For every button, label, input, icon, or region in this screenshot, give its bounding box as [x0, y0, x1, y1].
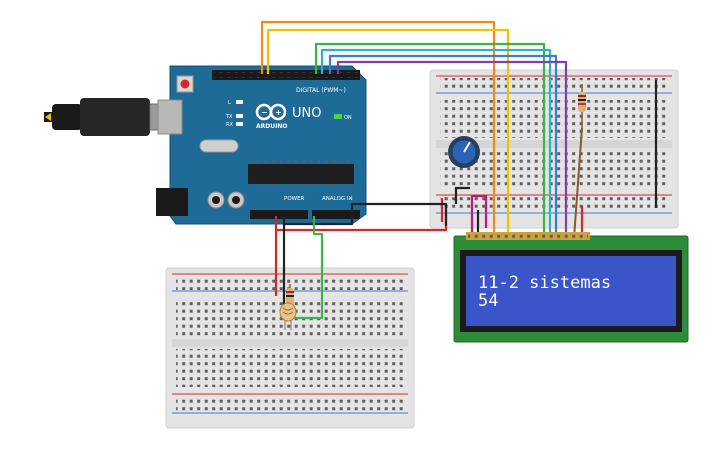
on-led	[334, 114, 342, 119]
analog-header	[312, 210, 360, 219]
wire-black-gnd	[454, 186, 470, 204]
svg-text:+: +	[275, 108, 282, 117]
power-header	[250, 210, 308, 219]
analog-header-label: ANALOG IN	[322, 196, 353, 202]
svg-text:−: −	[261, 108, 268, 117]
arduino-model-label: UNO	[292, 106, 321, 121]
wires-breadboard	[440, 80, 658, 238]
wires-power	[274, 202, 448, 320]
resistor-upper	[573, 84, 586, 239]
power-header-label: POWER	[284, 196, 305, 202]
wire-green	[314, 42, 546, 238]
lcd-screen	[466, 256, 676, 326]
potentiometer	[448, 136, 480, 168]
wire-blue	[328, 54, 558, 238]
wire-pink	[470, 194, 488, 238]
wires-digital-to-lcd	[260, 20, 568, 238]
wire-green-a0	[296, 216, 324, 320]
digital-header-label: DIGITAL (PWM~)	[296, 87, 346, 94]
wire-yellow	[266, 28, 510, 238]
usb-cable	[44, 98, 173, 136]
wire-orange	[260, 20, 496, 238]
arduino-logo: − +	[255, 103, 287, 121]
on-led-label: ON	[344, 115, 352, 121]
l-led-label: L	[228, 100, 231, 106]
wire-teal	[320, 48, 552, 238]
wire-black-gnd-arduino	[282, 202, 448, 226]
reset-button	[180, 79, 190, 89]
wire-purple	[336, 60, 568, 238]
lcd-line-2: 54	[478, 291, 498, 311]
rx-led-label: RX	[226, 122, 233, 128]
photoresistor	[279, 302, 297, 330]
lcd-module: 11-2 sistemas 54	[453, 232, 689, 343]
arduino-uno-board: − + ARDUINO UNO DIGITAL (PWM~) L TX RX O…	[156, 65, 367, 225]
arduino-brand-label: ARDUINO	[256, 123, 287, 130]
lcd-line-1: 11-2 sistemas	[478, 273, 611, 293]
breadboard-top-right	[429, 69, 679, 229]
atmega-chip	[248, 164, 354, 184]
tx-led-label: TX	[225, 114, 233, 120]
